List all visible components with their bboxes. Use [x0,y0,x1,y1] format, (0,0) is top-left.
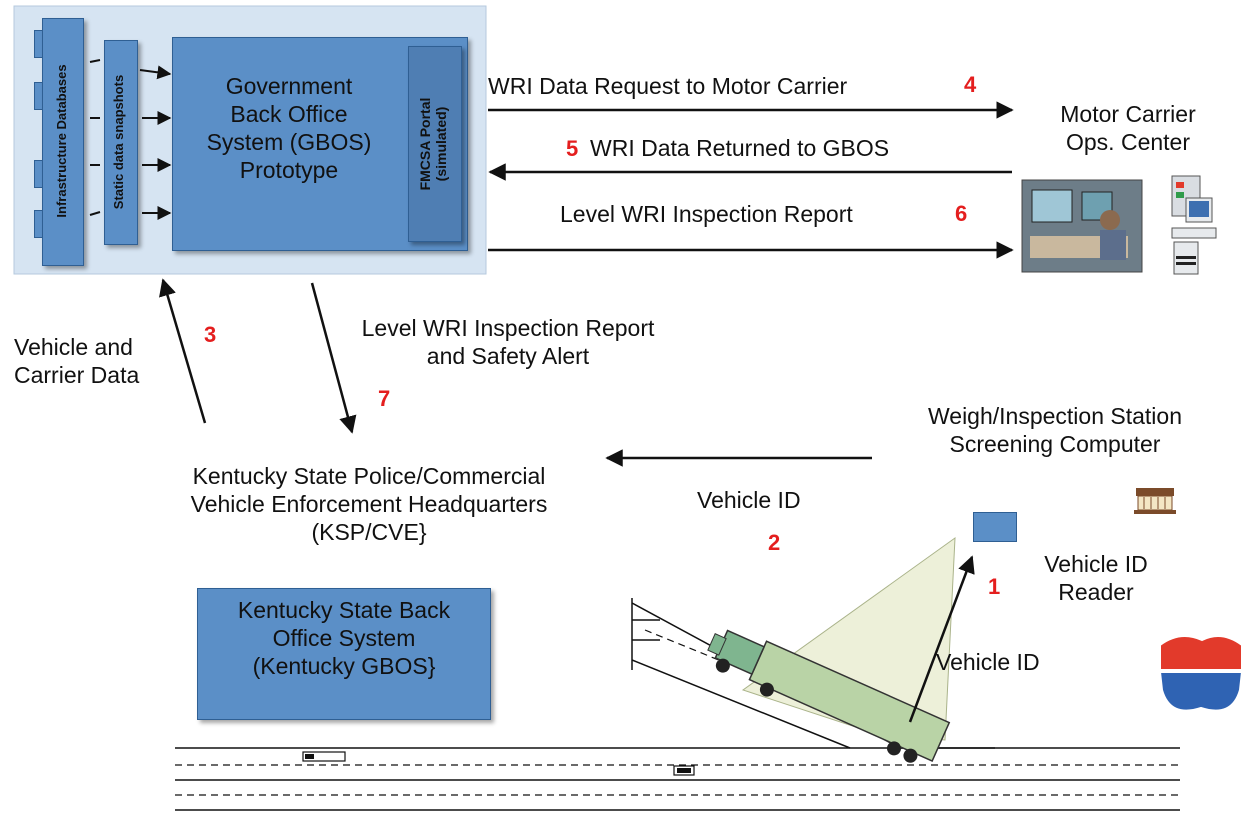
ksp-cve-title: Kentucky State Police/Commercial Vehicle… [134,462,604,546]
motor-carrier-title-line: Motor Carrier [1060,101,1196,127]
kentucky-gbos-title: Kentucky State Back Office System (Kentu… [197,596,491,680]
flow7-label: Level WRI Inspection Report and Safety A… [336,314,680,370]
operator-workstation-icon [1021,179,1143,273]
flow7-label-line: and Safety Alert [426,343,590,370]
flow4-label: WRI Data Request to Motor Carrier [488,73,848,99]
flow6-label: Level WRI Inspection Report [560,201,853,227]
fmcsa-portal-label-line1: FMCSA Portal [417,97,433,191]
snapshot-arrows [89,59,172,220]
car-icon [302,751,346,762]
fmcsa-portal-label-line2: (simulated) [433,106,450,182]
highway [175,747,1180,811]
infrastructure-databases-box [42,18,84,266]
fmcsa-portal-box [408,46,462,242]
vehicle-id-reader-label-line: Vehicle ID [1044,551,1148,577]
static-snapshots-box [104,40,138,245]
truck-icon [707,629,951,763]
flow1-label: Vehicle ID [936,649,1040,675]
weigh-station-title: Weigh/Inspection Station Screening Compu… [874,402,1236,458]
flow6-number: 6 [955,201,968,226]
static-snapshots-label: Static data snapshots [111,74,126,210]
flow2-label: Vehicle ID [697,487,801,513]
kentucky-gbos-title-line: Kentucky State Back [237,597,451,623]
flow3-label-line: Vehicle and [14,334,133,360]
kentucky-gbos-box [197,588,491,720]
ksp-cve-title-line: Vehicle Enforcement Headquarters [190,491,548,518]
flow4-number: 4 [964,72,977,97]
arrow-vehicle-id-to-reader [908,555,975,723]
flow3-label: Vehicle and Carrier Data [14,333,139,389]
flow2-number: 2 [768,530,781,555]
flow7-number: 7 [378,386,391,411]
kentucky-gbos-title-line: (Kentucky GBOS} [252,653,436,680]
ksp-cve-title-line: Kentucky State Police/Commercial [192,463,546,489]
flow1-number: 1 [988,574,1001,599]
weigh-station-building-icon [1134,488,1176,514]
gbos-title: Government Back Office System (GBOS) Pro… [175,72,403,184]
gbos-title-line: System (GBOS) [206,129,372,156]
fmcsa-portal-label: FMCSA Portal (simulated) [417,54,453,234]
kentucky-gbos-title-line: Office System [272,625,416,652]
vehicle-id-reader-label-line: Reader [1058,579,1134,606]
flow3-label-line: Carrier Data [14,362,140,389]
gbos-title-line: Government [225,73,353,99]
gbos-title-line: Back Office [230,101,348,128]
motor-carrier-title-line: Ops. Center [1066,129,1190,156]
flow5-label: WRI Data Returned to GBOS [590,135,890,161]
weigh-station-title-line: Weigh/Inspection Station [927,403,1182,429]
weigh-station-title-line: Screening Computer [949,431,1161,458]
computer-tower-icon [1171,175,1217,275]
car-icon-2 [673,765,695,776]
vehicle-id-reader-box [973,512,1017,542]
infrastructure-databases-label: Infrastructure Databases [54,64,69,218]
ksp-cve-title-line: (KSP/CVE} [311,519,427,546]
gbos-title-line: Prototype [239,157,339,184]
flow7-label-line: Level WRI Inspection Report [361,315,655,341]
flow5-number: 5 [566,136,579,161]
vehicle-id-reader-label: Vehicle ID Reader [1018,550,1174,606]
arrow-vehicle-carrier-data [159,278,207,424]
arrow-inspection-alert [310,282,357,434]
flow3-number: 3 [204,322,217,347]
motor-carrier-title: Motor Carrier Ops. Center [1016,100,1240,156]
interstate-shield-icon [1158,635,1244,712]
